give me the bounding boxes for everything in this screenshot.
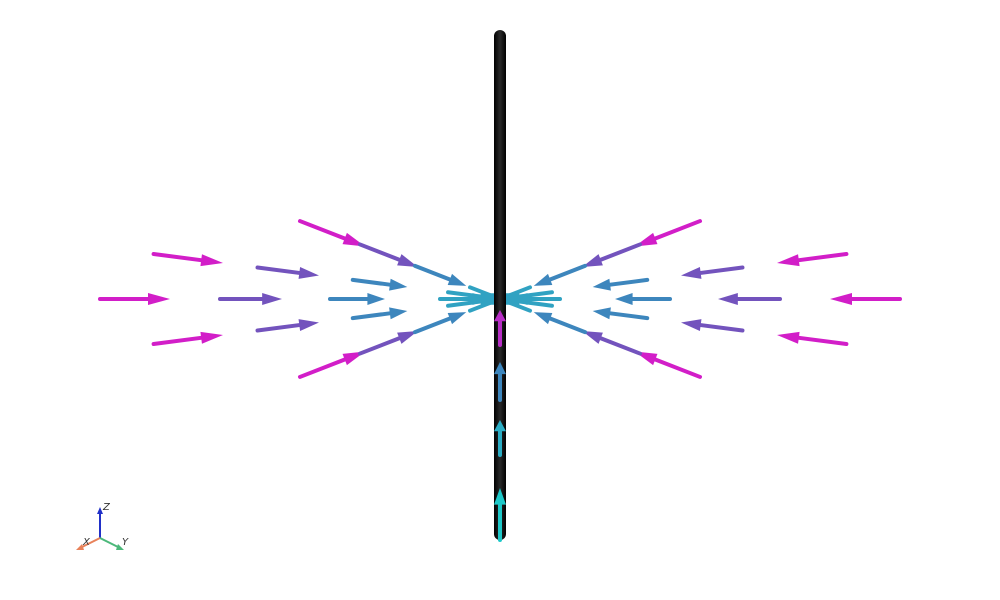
field-arrow-head bbox=[681, 266, 702, 279]
field-arrow-shaft bbox=[608, 311, 650, 321]
rod-arrow-head bbox=[494, 310, 506, 322]
field-arrow-head bbox=[718, 293, 738, 305]
field-arrow-head bbox=[776, 254, 800, 267]
field-arrow-head bbox=[447, 273, 467, 286]
field-arrow-head bbox=[830, 293, 852, 305]
field-arrow-shaft bbox=[653, 219, 702, 241]
field-arrow-shaft bbox=[446, 290, 483, 299]
field-arrow-head bbox=[389, 278, 408, 291]
field-arrow-shaft bbox=[298, 219, 347, 241]
field-arrow-shaft bbox=[796, 252, 849, 263]
field-arrow-head bbox=[298, 266, 319, 279]
field-arrow-shaft bbox=[517, 290, 554, 299]
field-arrow-head bbox=[200, 331, 224, 344]
field-arrow-head bbox=[367, 293, 385, 305]
field-arrow-shaft bbox=[796, 335, 849, 346]
rod-arrows-group bbox=[494, 310, 506, 542]
field-arrow-shaft bbox=[413, 316, 452, 335]
field-arrow-shaft bbox=[548, 263, 587, 282]
field-arrow-shaft bbox=[548, 316, 587, 335]
field-arrow-head bbox=[681, 319, 702, 332]
line-charge-rod bbox=[494, 30, 506, 540]
field-arrow-head bbox=[615, 293, 633, 305]
x-axis-label: X bbox=[82, 537, 91, 548]
y-axis-label: Y bbox=[122, 537, 129, 548]
field-arrow-shaft bbox=[350, 311, 392, 321]
field-arrow-shaft bbox=[298, 357, 347, 379]
field-arrow-head bbox=[582, 331, 603, 344]
field-arrow-head bbox=[776, 331, 800, 344]
field-arrow-head bbox=[592, 307, 611, 320]
field-arrow-shaft bbox=[151, 335, 204, 346]
x-axis-arrowhead bbox=[76, 544, 84, 550]
field-arrow-head bbox=[397, 254, 418, 267]
field-arrow-head bbox=[148, 293, 170, 305]
field-arrow-shaft bbox=[255, 323, 302, 333]
rod-arrow-head bbox=[494, 488, 506, 505]
field-arrow-head bbox=[397, 331, 418, 344]
y-axis-arrowhead bbox=[116, 544, 124, 550]
field-arrow-shaft bbox=[255, 265, 302, 275]
field-arrow-head bbox=[389, 307, 408, 320]
y-axis-line bbox=[99, 537, 121, 549]
field-arrow-shaft bbox=[413, 263, 452, 282]
field-arrow-head bbox=[533, 273, 553, 286]
field-arrow-head bbox=[533, 312, 553, 325]
field-arrow-shaft bbox=[151, 252, 204, 263]
field-arrow-shaft bbox=[358, 336, 402, 356]
field-arrow-head bbox=[200, 254, 224, 267]
field-arrow-shaft bbox=[350, 277, 392, 287]
field-arrow-shaft bbox=[698, 265, 745, 275]
z-axis-arrowhead bbox=[97, 507, 103, 514]
field-arrow-shaft bbox=[517, 299, 554, 308]
rod-arrow-head bbox=[494, 420, 506, 432]
field-arrow-shaft bbox=[598, 336, 642, 356]
rod-arrow-head bbox=[494, 362, 506, 375]
field-arrow-head bbox=[582, 254, 603, 267]
field-arrow-shaft bbox=[598, 242, 642, 262]
field-arrow-shaft bbox=[653, 357, 702, 379]
x-axis-line bbox=[79, 537, 101, 549]
field-arrow-head bbox=[592, 278, 611, 291]
field-arrow-head bbox=[504, 290, 521, 303]
field-arrow-head bbox=[298, 319, 319, 332]
field-arrow-shaft bbox=[608, 277, 650, 287]
field-arrow-shaft bbox=[358, 242, 402, 262]
field-arrow-head bbox=[262, 293, 282, 305]
field-arrow-head bbox=[447, 312, 467, 325]
z-axis-label: Z bbox=[102, 502, 111, 513]
axes-triad: Z X Y bbox=[76, 502, 129, 550]
field-arrow-shaft bbox=[698, 323, 745, 333]
